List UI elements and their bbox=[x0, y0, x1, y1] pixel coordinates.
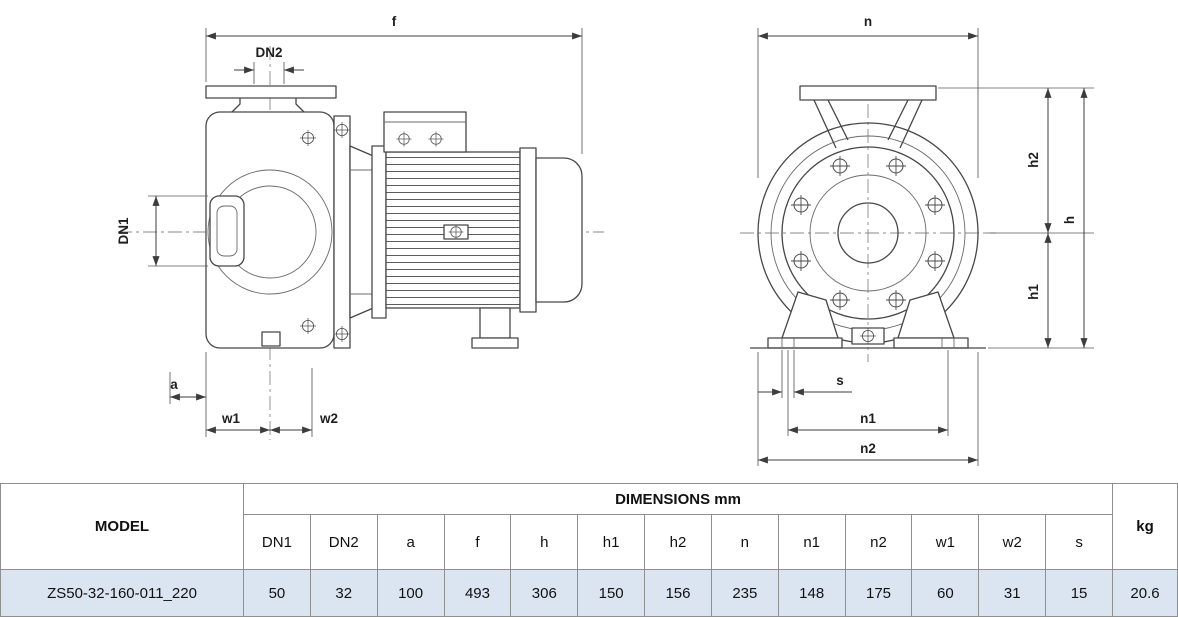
col-header-h2: h2 bbox=[644, 514, 712, 570]
dim-label-w2: w2 bbox=[319, 411, 338, 426]
value-a: 100 bbox=[376, 569, 445, 617]
col-header-f: f bbox=[443, 514, 512, 570]
col-header-n2: n2 bbox=[844, 514, 913, 570]
col-header-s: s bbox=[1045, 514, 1113, 570]
col-header-n1: n1 bbox=[777, 514, 846, 570]
col-header-a: a bbox=[376, 514, 445, 570]
value-f: 493 bbox=[443, 569, 512, 617]
value-n1: 148 bbox=[777, 569, 846, 617]
col-header-n: n bbox=[710, 514, 779, 570]
dim-w2: w2 bbox=[270, 411, 338, 434]
dim-label-dn2: DN2 bbox=[255, 45, 282, 60]
pump-front-body bbox=[757, 122, 979, 344]
value-n: 235 bbox=[710, 569, 779, 617]
dim-dn1: DN1 bbox=[116, 195, 208, 267]
dim-label-h1: h1 bbox=[1026, 284, 1041, 300]
col-header-dn1: DN1 bbox=[243, 514, 311, 570]
motor bbox=[371, 111, 583, 349]
dim-n1: n1 bbox=[787, 350, 949, 436]
value-w1: 60 bbox=[911, 569, 980, 617]
value-w2: 31 bbox=[978, 569, 1047, 617]
dim-label-s: s bbox=[836, 373, 844, 388]
dim-label-a: a bbox=[170, 377, 178, 392]
dim-s: s bbox=[758, 350, 852, 398]
value-h: 306 bbox=[510, 569, 579, 617]
col-header-w2: w2 bbox=[978, 514, 1047, 570]
terminal-box bbox=[383, 111, 467, 153]
col-header-h1: h1 bbox=[577, 514, 646, 570]
side-view: f DN2 DN1 a bbox=[116, 14, 604, 440]
dim-label-n2: n2 bbox=[860, 441, 876, 456]
feet bbox=[750, 291, 986, 349]
dim-h1: h1 bbox=[988, 233, 1094, 349]
dim-label-h2: h2 bbox=[1026, 152, 1041, 168]
top-flange bbox=[799, 85, 937, 149]
pump-technical-drawing: f DN2 DN1 a bbox=[116, 14, 1094, 466]
value-n2: 175 bbox=[844, 569, 913, 617]
dim-n: n bbox=[757, 14, 979, 178]
dim-label-w1: w1 bbox=[221, 411, 241, 426]
motor-foot bbox=[479, 307, 511, 339]
dim-a: a bbox=[169, 352, 207, 404]
col-header-h: h bbox=[510, 514, 579, 570]
dim-label-h: h bbox=[1062, 216, 1077, 224]
dim-w1: w1 bbox=[205, 368, 313, 437]
value-h1: 150 bbox=[577, 569, 646, 617]
dim-f: f bbox=[205, 14, 583, 154]
col-header-w1: w1 bbox=[911, 514, 980, 570]
value-kg: 20.6 bbox=[1112, 569, 1178, 617]
dim-label-n1: n1 bbox=[860, 411, 876, 426]
motor-end-cap bbox=[535, 157, 583, 303]
value-dn2: 32 bbox=[309, 569, 378, 617]
dim-n2: n2 bbox=[757, 352, 979, 466]
dim-h: h bbox=[1062, 88, 1088, 348]
dim-label-dn1: DN1 bbox=[116, 217, 131, 244]
pump-casing bbox=[205, 85, 337, 349]
dim-label-n: n bbox=[864, 14, 872, 29]
value-s: 15 bbox=[1045, 569, 1113, 617]
model-header: MODEL bbox=[0, 483, 244, 570]
dimensions-header: DIMENSIONS mm bbox=[243, 483, 1113, 515]
value-dn1: 50 bbox=[243, 569, 311, 617]
col-header-dn2: DN2 bbox=[309, 514, 378, 570]
value-h2: 156 bbox=[644, 569, 712, 617]
front-view: n s n1 n2 bbox=[740, 14, 1094, 466]
table-row: ZS50-32-160-011_220 50 32 100 493 306 15… bbox=[0, 569, 1178, 617]
dim-h2: h2 bbox=[938, 87, 1094, 234]
dim-label-f: f bbox=[392, 14, 397, 29]
dimensions-table: MODEL DIMENSIONS mm kg DN1 DN2 a f h h1 … bbox=[0, 483, 1178, 617]
dim-dn2: DN2 bbox=[234, 45, 304, 84]
model-value: ZS50-32-160-011_220 bbox=[0, 569, 244, 617]
kg-header: kg bbox=[1112, 483, 1178, 570]
